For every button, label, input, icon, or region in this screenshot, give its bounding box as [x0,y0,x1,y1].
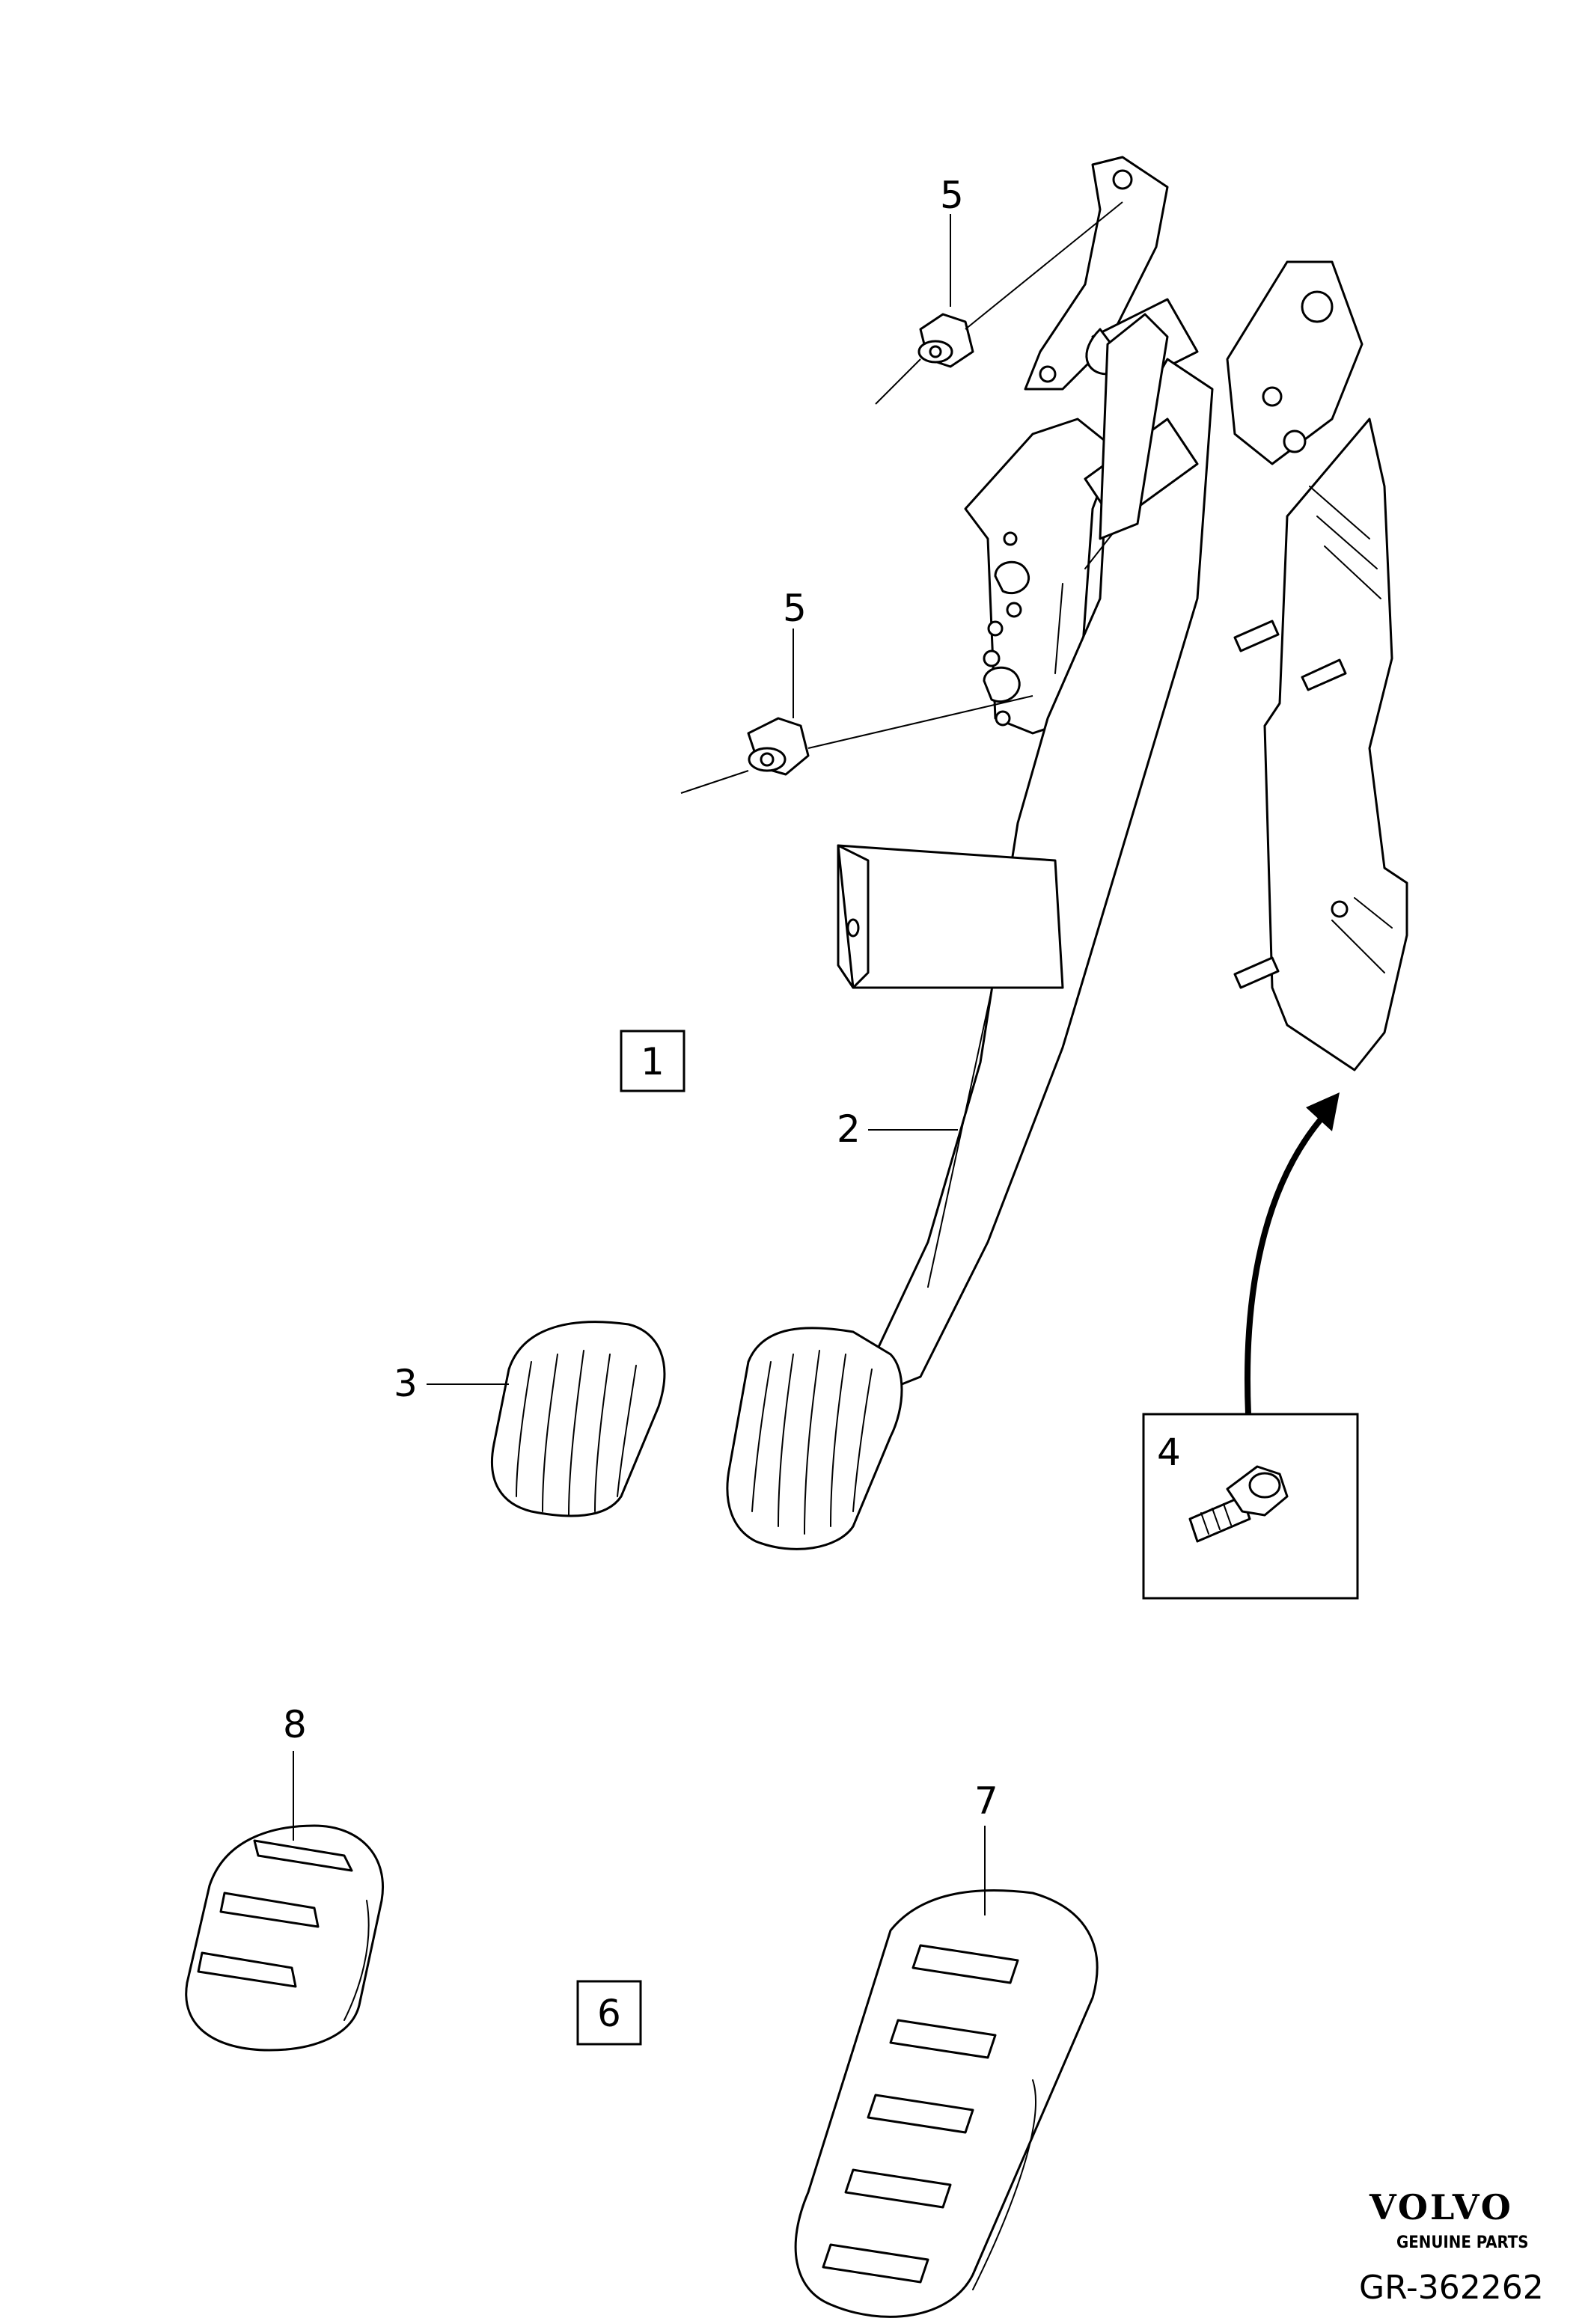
flange-nut-upper [917,313,974,368]
callout-1: 1 [641,1040,665,1083]
brand-tagline: GENUINE PARTS [1396,2233,1529,2252]
callout-labels: 5 5 1 2 3 4 8 6 7 [283,174,1181,2046]
arrow-box4-to-bracket [1245,1092,1340,1415]
pedal-bracket [1226,260,1408,1071]
callout-4: 4 [1157,1431,1181,1474]
brake-pedal-pad [185,1824,384,2052]
brand-block: VOLVO GENUINE PARTS GR-362262 [1359,2187,1544,2307]
callout-6-box [576,1980,642,2046]
callout-5-lower: 5 [783,587,807,630]
accelerator-pedal-pad [794,1889,1099,2318]
callout-8: 8 [283,1703,307,1746]
pedal-pad [490,1321,666,1517]
clutch-pedal-pad-mounted [726,1327,903,1550]
callout-2: 2 [837,1107,861,1151]
leader-lines [293,201,1123,1915]
callout-6: 6 [597,1992,621,2035]
callout-3: 3 [394,1362,418,1405]
callout-1-box [620,1030,685,1092]
pedal-arm [837,313,1214,1393]
flange-nut-lower [747,717,810,776]
brand-logo: VOLVO [1369,2187,1513,2227]
callout-7: 7 [974,1779,998,1823]
callout-5-upper: 5 [940,174,964,217]
bolt [1188,1465,1289,1543]
figure-code: GR-362262 [1359,2269,1544,2307]
